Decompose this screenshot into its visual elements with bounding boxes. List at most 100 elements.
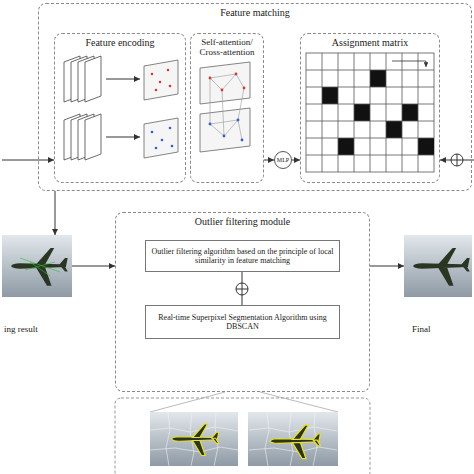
keypoint-plane bbox=[159, 81, 162, 84]
keypoint-plane bbox=[155, 89, 158, 92]
attention-graph bbox=[200, 108, 250, 152]
cnn-stack bbox=[85, 56, 101, 102]
matching-result-photo bbox=[2, 235, 72, 297]
keypoint-plane bbox=[144, 60, 178, 100]
panel-title: Feature matching bbox=[39, 4, 471, 19]
matrix-grid bbox=[306, 53, 434, 172]
plus-symbol bbox=[236, 283, 248, 295]
zoom-detail bbox=[115, 398, 370, 474]
keypoint-plane bbox=[144, 60, 178, 158]
keypoint-plane bbox=[155, 147, 158, 150]
final-result-photo bbox=[413, 248, 470, 286]
keypoint-plane bbox=[169, 127, 172, 130]
attention-graph bbox=[210, 78, 244, 136]
plus-symbol bbox=[451, 154, 463, 166]
cnn-stack bbox=[85, 114, 101, 160]
matching-result-photo bbox=[20, 258, 60, 276]
plus-symbol bbox=[242, 295, 243, 305]
zoom-detail bbox=[270, 425, 320, 459]
matrix-grid bbox=[306, 53, 434, 172]
attention-graph bbox=[243, 87, 246, 90]
plus-symbol bbox=[242, 272, 243, 283]
plus-symbol bbox=[236, 272, 248, 305]
matrix-grid bbox=[306, 53, 434, 172]
attention-graph bbox=[210, 74, 244, 90]
matrix-grid bbox=[338, 138, 354, 155]
keypoint-plane bbox=[151, 131, 154, 134]
flow-arrow bbox=[106, 79, 140, 80]
zoom-detail bbox=[115, 392, 370, 474]
attention-graph bbox=[235, 73, 238, 76]
matrix-grid bbox=[418, 138, 434, 155]
panel-title: Self-attention/ Cross-attention bbox=[191, 34, 263, 58]
matching-result-image: ing result bbox=[2, 235, 72, 297]
process-box: Outlier filtering algorithm based on the… bbox=[145, 240, 340, 272]
assignment-matrix-panel: Assignment matrix bbox=[300, 33, 440, 183]
input-arrow bbox=[2, 160, 54, 161]
attention-graph bbox=[223, 135, 226, 138]
keypoint-plane bbox=[171, 145, 174, 148]
matrix-grid bbox=[354, 104, 370, 121]
zoom-detail bbox=[248, 412, 338, 466]
keypoint-plane bbox=[161, 139, 164, 142]
attention-graph bbox=[210, 74, 244, 140]
plus-symbol bbox=[440, 160, 451, 161]
plus-symbol bbox=[451, 154, 463, 166]
image-caption: Final bbox=[412, 324, 431, 334]
node-label: MLP bbox=[274, 151, 292, 169]
node-label: Real-time Superpixel Segmentation Algori… bbox=[146, 311, 339, 333]
final-result-image: Final bbox=[404, 235, 472, 297]
plus-symbol bbox=[440, 154, 474, 166]
keypoint-plane bbox=[151, 69, 172, 92]
flow-arrow bbox=[55, 191, 56, 235]
panel-title: Feature encoding bbox=[55, 34, 185, 49]
attention-graph bbox=[221, 89, 224, 92]
zoom-detail bbox=[150, 412, 238, 466]
flow-arrow bbox=[292, 160, 300, 161]
attention-graph bbox=[209, 77, 212, 80]
plus-symbol bbox=[463, 160, 474, 161]
matrix-grid bbox=[386, 121, 402, 138]
attention-graph bbox=[200, 62, 250, 152]
flow-arrow bbox=[264, 160, 274, 161]
matrix-grid bbox=[306, 70, 434, 155]
flow-arrow bbox=[370, 266, 404, 267]
process-box: Real-time Superpixel Segmentation Algori… bbox=[145, 305, 340, 339]
matrix-grid bbox=[322, 53, 418, 172]
keypoint-plane bbox=[151, 127, 174, 150]
matching-result-photo bbox=[11, 248, 68, 286]
outlier-filtering-panel: Outlier filtering algorithm based on the… bbox=[115, 212, 370, 392]
attention-graph bbox=[209, 123, 212, 126]
attention-graph bbox=[200, 62, 250, 104]
flow-arrow bbox=[106, 137, 140, 138]
keypoint-plane bbox=[169, 85, 172, 88]
panel-title: Outlier filtering module bbox=[116, 213, 369, 228]
panel-title: Assignment matrix bbox=[301, 34, 439, 49]
matching-result-photo bbox=[2, 235, 72, 297]
matrix-grid bbox=[322, 70, 434, 155]
feature-encoding-panel: Feature encoding bbox=[54, 33, 186, 183]
matrix-grid bbox=[392, 61, 426, 67]
attention-graph bbox=[209, 119, 244, 142]
zoom-detail bbox=[249, 412, 337, 466]
zoom-detail bbox=[172, 424, 219, 456]
keypoint-plane bbox=[144, 118, 178, 158]
feature-matching-panel: Feature encoding Self-attention/ Cross-at… bbox=[38, 3, 472, 191]
attention-panel: Self-attention/ Cross-attention bbox=[190, 33, 264, 183]
keypoint-plane bbox=[151, 73, 154, 76]
final-result-photo bbox=[404, 235, 472, 297]
matrix-grid bbox=[402, 104, 418, 121]
flow-arrow bbox=[72, 266, 115, 267]
attention-graph bbox=[210, 120, 242, 140]
attention-graph bbox=[209, 73, 246, 92]
keypoint-plane bbox=[167, 69, 170, 72]
node-label: Outlier filtering algorithm based on the… bbox=[146, 245, 339, 267]
final-result-photo bbox=[404, 235, 472, 297]
cnn-stack bbox=[64, 56, 101, 160]
zoom-detail bbox=[150, 392, 338, 412]
matrix-grid bbox=[322, 87, 338, 104]
mlp-circle: MLP bbox=[274, 151, 292, 169]
